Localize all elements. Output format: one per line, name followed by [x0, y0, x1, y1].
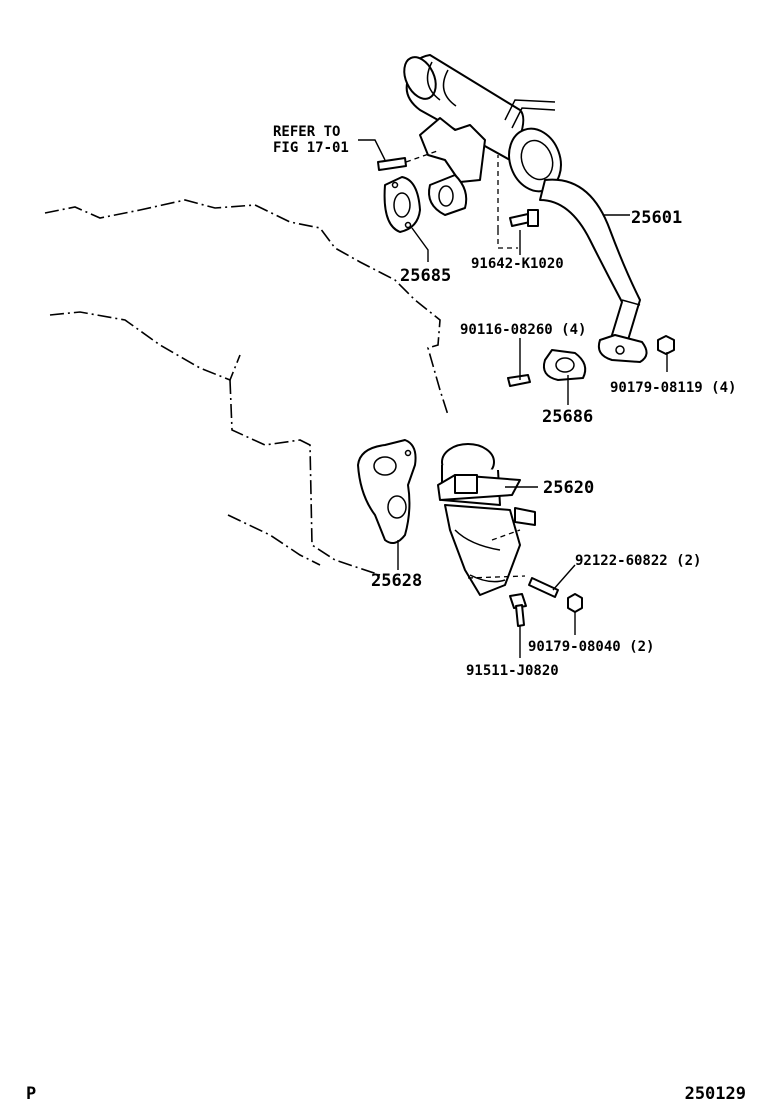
part-label-90179-08040: 90179-08040 (2)	[528, 639, 654, 655]
bolt-91511	[509, 593, 527, 627]
leader-lines	[358, 139, 668, 658]
labels: REFER TO FIG 17-01 25601 25685 91642-K10…	[273, 124, 736, 679]
bolt-91642	[497, 155, 539, 249]
egr-cooler	[403, 54, 648, 363]
gasket-25686	[542, 349, 587, 381]
part-label-91642: 91642-K1020	[471, 256, 564, 272]
stud-92122	[528, 577, 559, 598]
part-label-25620: 25620	[543, 478, 594, 498]
nut-90179-08119	[657, 335, 675, 355]
part-label-90179-08119: 90179-08119 (4)	[610, 380, 736, 396]
part-label-92122: 92122-60822 (2)	[575, 553, 701, 569]
footer-page-letter: P	[26, 1084, 37, 1104]
stud-refer	[377, 149, 441, 171]
refer-text-line2: FIG 17-01	[273, 140, 349, 156]
part-label-90116: 90116-08260 (4)	[460, 322, 586, 338]
stud-90116	[507, 374, 531, 387]
part-label-25685: 25685	[400, 266, 451, 286]
part-label-25686: 25686	[542, 407, 593, 427]
gasket-25628	[357, 439, 417, 545]
footer-figure-number: 250129	[684, 1084, 746, 1104]
part-label-25601: 25601	[631, 208, 682, 228]
part-label-25628: 25628	[371, 571, 422, 591]
refer-text-line1: REFER TO	[273, 124, 340, 140]
engine-block-outline	[44, 199, 449, 576]
part-label-91511: 91511-J0820	[466, 663, 559, 679]
nut-90179-08040	[567, 593, 583, 613]
egr-valve	[437, 443, 536, 596]
gasket-25685	[383, 176, 421, 233]
